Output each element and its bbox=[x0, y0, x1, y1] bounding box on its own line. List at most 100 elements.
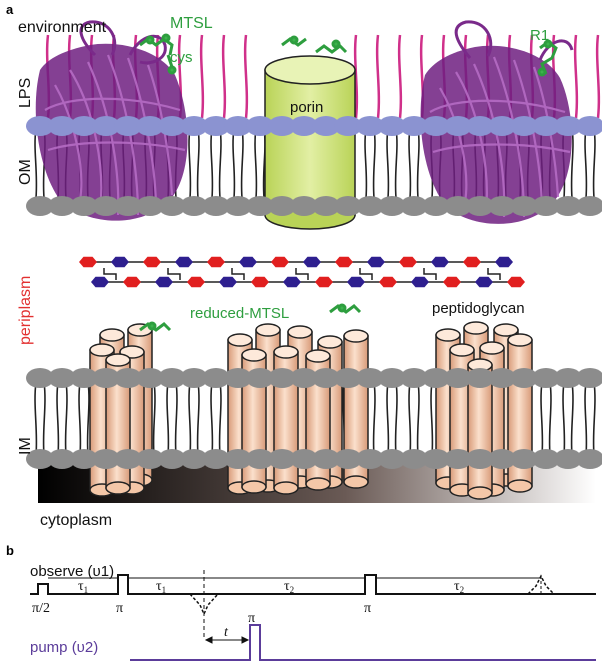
lipid-tail bbox=[240, 127, 244, 199]
sugar-unit bbox=[155, 276, 173, 288]
lipid-head bbox=[378, 449, 406, 469]
panel-a-label: a bbox=[6, 2, 14, 17]
lipid-head bbox=[356, 368, 384, 388]
peptide-crosslink bbox=[167, 268, 181, 280]
pi-label-2: π bbox=[364, 601, 371, 616]
lipid-head bbox=[268, 368, 296, 388]
lipid-head bbox=[268, 116, 296, 136]
r1-molecule bbox=[537, 39, 558, 77]
peptide-crosslink bbox=[487, 268, 501, 280]
cytoplasm-label: cytoplasm bbox=[40, 512, 112, 529]
sugar-unit bbox=[123, 276, 141, 288]
lipid-tail bbox=[166, 381, 170, 456]
lipid-head bbox=[224, 116, 252, 136]
lipid-head bbox=[400, 196, 428, 216]
lipid-head bbox=[70, 116, 98, 136]
lipid-tail bbox=[408, 127, 412, 199]
lipid-tail bbox=[570, 381, 574, 456]
lipid-tail bbox=[364, 127, 368, 199]
helix-end bbox=[343, 475, 369, 489]
helix-cap bbox=[449, 343, 475, 357]
lipid-head bbox=[378, 196, 406, 216]
lipid-tail bbox=[196, 381, 200, 456]
lipid-head bbox=[554, 368, 582, 388]
lipid-tail bbox=[210, 381, 214, 456]
mtsl-molecule bbox=[139, 33, 177, 75]
sugar-unit bbox=[239, 256, 257, 268]
helix-cap bbox=[463, 321, 489, 335]
lipid-head bbox=[48, 368, 76, 388]
lipid-head bbox=[444, 196, 472, 216]
lipid-tail bbox=[188, 381, 192, 456]
observe-label: observe (υ1) bbox=[30, 563, 114, 580]
helix-end bbox=[241, 480, 267, 494]
lipid-head bbox=[400, 449, 428, 469]
sugar-unit bbox=[463, 256, 481, 268]
lipid-head bbox=[136, 116, 164, 136]
lipid-head bbox=[158, 368, 186, 388]
environment-label: environment bbox=[18, 19, 107, 36]
sugar-unit bbox=[303, 256, 321, 268]
lipid-head bbox=[488, 116, 516, 136]
peptidoglycan-mesh bbox=[79, 256, 525, 288]
om-heads-bottom bbox=[26, 196, 602, 216]
lipid-head bbox=[466, 196, 494, 216]
lipid-tail bbox=[430, 381, 434, 456]
lipid-tail bbox=[56, 381, 60, 456]
lipid-head bbox=[224, 449, 252, 469]
sugar-unit bbox=[187, 276, 205, 288]
lipid-head bbox=[422, 196, 450, 216]
lipid-head bbox=[268, 196, 296, 216]
sugar-unit bbox=[111, 256, 129, 268]
helix-cap bbox=[343, 329, 369, 343]
lipid-head bbox=[576, 368, 602, 388]
lipid-head bbox=[444, 368, 472, 388]
lipid-head bbox=[136, 449, 164, 469]
helix-cap bbox=[273, 345, 299, 359]
sugar-unit bbox=[251, 276, 269, 288]
lipid-head bbox=[334, 368, 362, 388]
peptide-crosslink bbox=[231, 268, 245, 280]
sugar-unit bbox=[271, 256, 289, 268]
t-delay-arrow bbox=[204, 636, 250, 644]
lipid-tail bbox=[64, 381, 68, 456]
lipid-head bbox=[576, 116, 602, 136]
lps-strand bbox=[375, 34, 381, 119]
lipid-head bbox=[356, 196, 384, 216]
lps-strand bbox=[397, 34, 403, 119]
lipid-head bbox=[180, 196, 208, 216]
lipid-tail bbox=[386, 381, 390, 456]
om-label: OM bbox=[17, 159, 34, 185]
reduced-mtsl-label: reduced-MTSL bbox=[190, 305, 289, 322]
mtsl-pair-center bbox=[281, 35, 348, 54]
lipid-head bbox=[312, 449, 340, 469]
lipid-head bbox=[488, 196, 516, 216]
lipid-tail bbox=[592, 127, 596, 199]
lipid-head bbox=[26, 449, 54, 469]
peptide-crosslink bbox=[295, 268, 309, 280]
lipid-tail bbox=[34, 381, 38, 456]
lipid-head bbox=[246, 116, 274, 136]
sugar-unit bbox=[347, 276, 365, 288]
lipid-tail bbox=[218, 127, 222, 199]
lipid-head bbox=[488, 368, 516, 388]
peptide-crosslink bbox=[103, 268, 117, 280]
helix-end bbox=[273, 481, 299, 495]
helix-cap bbox=[479, 341, 505, 355]
lipid-head bbox=[202, 368, 230, 388]
lipid-head bbox=[356, 449, 384, 469]
reduced-mtsl-left bbox=[139, 321, 172, 332]
helix-bundles bbox=[89, 321, 533, 500]
lipid-head bbox=[290, 196, 318, 216]
lipid-head bbox=[532, 368, 560, 388]
lipid-tail bbox=[592, 381, 596, 456]
lipid-tail bbox=[174, 381, 178, 456]
lipid-head bbox=[422, 116, 450, 136]
sugar-unit bbox=[79, 256, 97, 268]
lipid-head bbox=[180, 449, 208, 469]
peptide-crosslink bbox=[423, 268, 437, 280]
lipid-head bbox=[444, 116, 472, 136]
sugar-unit bbox=[399, 256, 417, 268]
lipid-tail bbox=[42, 381, 46, 456]
lipid-tail bbox=[416, 127, 420, 199]
